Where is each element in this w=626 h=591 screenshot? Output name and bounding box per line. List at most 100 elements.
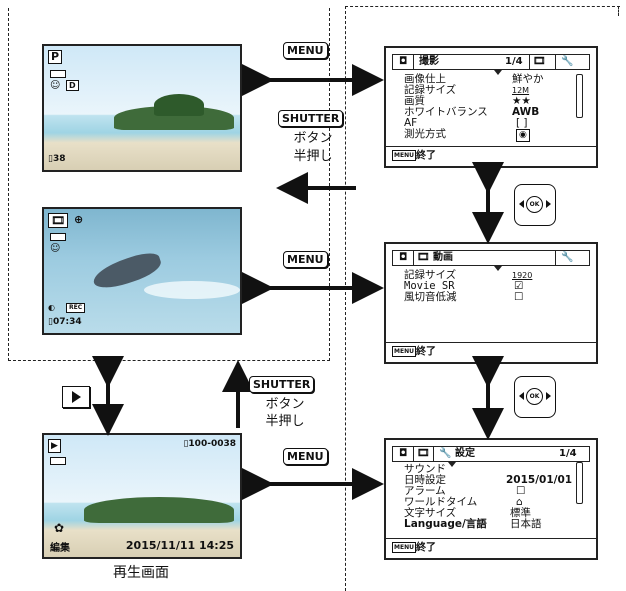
edit-icon: ✿ <box>54 521 65 535</box>
menu-row-label[interactable]: AF <box>404 117 418 129</box>
menu-row-value: AWB <box>512 106 540 118</box>
ok-button[interactable]: OK <box>526 196 543 213</box>
metering-icon: ◉ <box>516 129 530 142</box>
d-range-icon: D <box>66 80 79 91</box>
settings-tab-icon[interactable]: 🔧 <box>439 448 452 459</box>
page-indicator: 1/4 <box>505 56 523 67</box>
shutter-instruction-2: 半押し <box>265 414 305 429</box>
movie-sr-icon: ⊕ <box>74 213 84 226</box>
ok-button[interactable]: OK <box>526 388 543 405</box>
movie-tab-icon[interactable]: 🎞 <box>417 252 430 263</box>
four-way-controller[interactable]: OK <box>514 184 556 226</box>
settings-menu: ◘ 🎞 🔧 設定 1/4 サウンド 日時設定 2015/01/01 アラーム ☐… <box>384 438 598 560</box>
menu-button[interactable]: MENU <box>283 448 328 465</box>
edit-label: 編集 <box>50 543 70 554</box>
four-way-controller[interactable]: OK <box>514 376 556 418</box>
left-arrow-icon[interactable] <box>519 392 524 400</box>
footer-divider <box>386 146 596 147</box>
menu-button[interactable]: MENU <box>283 42 328 59</box>
footer-divider <box>386 342 596 343</box>
face-detect-icon: ☺ <box>50 243 61 254</box>
water-wake <box>144 281 240 299</box>
menu-row-value[interactable]: ☐ <box>514 291 524 303</box>
capture-mode-frame <box>8 8 330 361</box>
menu-frame-right <box>618 6 619 16</box>
menu-row-value: 標準 <box>510 507 531 519</box>
island-shape-2 <box>154 94 204 116</box>
menu-row-label[interactable]: 記録サイズ <box>404 84 457 96</box>
menu-row-label[interactable]: サウンド <box>404 463 446 475</box>
caret-down-icon <box>494 266 502 271</box>
menu-row-label[interactable]: 文字サイズ <box>404 507 457 519</box>
menu-key-icon: MENU <box>392 345 416 357</box>
playback-caption: 再生画面 <box>113 565 169 581</box>
exit-label: 終了 <box>415 150 436 161</box>
shutter-button[interactable]: SHUTTER <box>278 110 344 127</box>
playback-datetime: 2015/11/11 14:25 <box>125 539 234 552</box>
play-button[interactable] <box>62 386 90 408</box>
rec-time-icon: ▯07:34 <box>48 317 82 327</box>
camera-tab-icon[interactable]: ◘ <box>399 252 408 263</box>
menu-row-label[interactable]: ワールドタイム <box>404 496 478 508</box>
menu-row-label[interactable]: 風切音低減 <box>404 291 457 303</box>
capture-still-screen: P ☺ D ▯38 <box>42 44 242 172</box>
exit-label: 終了 <box>415 542 436 553</box>
menu-row-value: ★★ <box>512 95 531 107</box>
battery-icon <box>50 70 66 78</box>
settings-tab-icon[interactable]: 🔧 <box>561 56 574 67</box>
shutter-instruction-2: 半押し <box>293 149 333 164</box>
menu-row-label[interactable]: ホワイトバランス <box>404 106 488 118</box>
tab-shooting[interactable]: 撮影 <box>419 56 439 67</box>
menu-row-value: ⌂ <box>516 496 523 508</box>
wind-icon: ◐ <box>48 303 55 312</box>
menu-row-label[interactable]: アラーム <box>404 485 446 497</box>
camera-tab-icon[interactable]: ◘ <box>399 448 408 459</box>
settings-tab-icon[interactable]: 🔧 <box>561 252 574 263</box>
menu-frame-top <box>345 6 620 7</box>
shutter-instruction: ボタン <box>293 131 333 146</box>
right-arrow-icon[interactable] <box>546 200 551 208</box>
caret-down-icon <box>494 70 502 75</box>
footer-divider <box>386 538 596 539</box>
capture-movie-screen: 🎞 ⊕ ☺ ◐ REC ▯07:34 <box>42 207 242 335</box>
scrollbar[interactable] <box>576 74 583 118</box>
menu-row-label[interactable]: 画像仕上 <box>404 73 446 85</box>
menu-row-label[interactable]: Language/言語 <box>404 518 487 530</box>
right-arrow-icon[interactable] <box>546 392 551 400</box>
shutter-button[interactable]: SHUTTER <box>249 376 315 393</box>
menu-row-value: ☐ <box>516 485 526 497</box>
rec-badge: REC <box>66 303 86 313</box>
menu-button[interactable]: MENU <box>283 251 328 268</box>
page-indicator: 1/4 <box>559 448 577 459</box>
menu-row-label[interactable]: 日時設定 <box>404 474 446 486</box>
file-number: ▯100-0038 <box>183 439 236 449</box>
shooting-menu: ◘ 撮影 1/4 🎞 🔧 画像仕上 鮮やか 記録サイズ 12M 画質 ★★ ホワ… <box>384 46 598 168</box>
menu-row-value: 日本語 <box>510 518 542 530</box>
file-number-text: 100-0038 <box>188 439 236 449</box>
tab-movie[interactable]: 動画 <box>433 252 453 263</box>
left-arrow-icon[interactable] <box>519 200 524 208</box>
menu-row-value: 12M <box>512 86 530 95</box>
playback-photo <box>44 435 240 557</box>
menu-row-label[interactable]: 記録サイズ <box>404 269 457 281</box>
movie-tab-icon[interactable]: 🎞 <box>533 56 546 67</box>
settings-tabbar: ◘ 🎞 🔧 設定 1/4 <box>392 446 590 462</box>
remaining-shots-icon: ▯38 <box>48 154 66 164</box>
menu-row-value: 1920 <box>512 271 533 280</box>
menu-row-label[interactable]: 画質 <box>404 95 425 107</box>
playback-screen: ▶ ▯100-0038 ✿ 編集 2015/11/11 14:25 <box>42 433 242 559</box>
camera-tab-icon[interactable]: ◘ <box>399 56 408 67</box>
rec-time: 07:34 <box>52 317 82 327</box>
caret-down-icon <box>448 462 456 467</box>
remaining-shots: 38 <box>52 154 66 164</box>
tab-settings[interactable]: 設定 <box>455 448 475 459</box>
movie-tab-icon[interactable]: 🎞 <box>417 448 430 459</box>
menu-row-label[interactable]: Movie SR <box>404 280 455 292</box>
scrollbar[interactable] <box>576 462 583 504</box>
menu-row-label[interactable]: 測光方式 <box>404 128 446 140</box>
menu-row-value[interactable]: ☑ <box>514 280 524 292</box>
